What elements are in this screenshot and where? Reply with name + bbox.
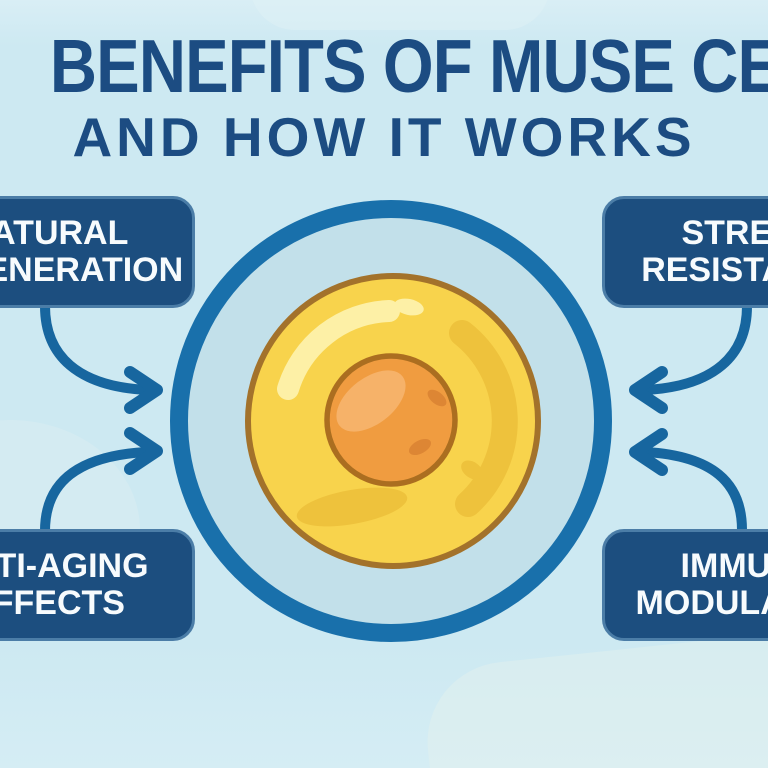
cytoplasm-shadow-dot bbox=[461, 460, 483, 480]
arrow-anti-aging-effects bbox=[40, 427, 163, 536]
main-title: BENEFITS OF MUSE CELLS bbox=[49, 24, 768, 108]
nucleus-spot bbox=[427, 389, 447, 407]
benefit-label-line: EFFECTS bbox=[0, 584, 125, 622]
cytoplasm-highlight-dot bbox=[394, 298, 424, 316]
muse-cell-icon bbox=[170, 200, 612, 642]
benefit-label-line: MODULATION bbox=[635, 584, 768, 622]
benefit-box-immune-modulation: IMMUNE MODULATION bbox=[602, 529, 768, 641]
benefit-label-line: RESISTANCE bbox=[641, 251, 768, 289]
benefit-label-line: NATURAL bbox=[0, 213, 129, 252]
arrow-stress-resistance bbox=[629, 301, 752, 414]
benefit-label-line: IMMUNE bbox=[680, 546, 768, 585]
arrow-natural-regeneration bbox=[40, 301, 163, 414]
arrowhead-left-icon bbox=[629, 366, 668, 414]
cytoplasm-shadow-streak bbox=[296, 487, 408, 527]
nucleus-spot bbox=[408, 438, 432, 456]
benefit-box-stress-resistance: STRESS RESISTANCE bbox=[602, 196, 768, 308]
benefit-box-anti-aging-effects: ANTI-AGING EFFECTS bbox=[0, 529, 195, 641]
arrow-immune-modulation bbox=[629, 428, 747, 535]
arrowhead-right-icon bbox=[124, 427, 163, 475]
arrowhead-right-icon bbox=[124, 366, 163, 414]
cytoplasm-highlight-crescent bbox=[277, 300, 400, 400]
benefit-box-natural-regeneration: NATURAL REGENERATION bbox=[0, 196, 195, 308]
benefit-label-line: STRESS bbox=[681, 213, 768, 252]
nucleus-highlight bbox=[336, 370, 406, 432]
arrowhead-left-icon bbox=[629, 428, 668, 476]
benefit-label-line: REGENERATION bbox=[0, 251, 184, 289]
subtitle: AND HOW IT WORKS bbox=[72, 106, 696, 168]
benefit-label-line: ANTI-AGING bbox=[0, 546, 149, 585]
cytoplasm-shadow-crescent bbox=[449, 320, 518, 517]
